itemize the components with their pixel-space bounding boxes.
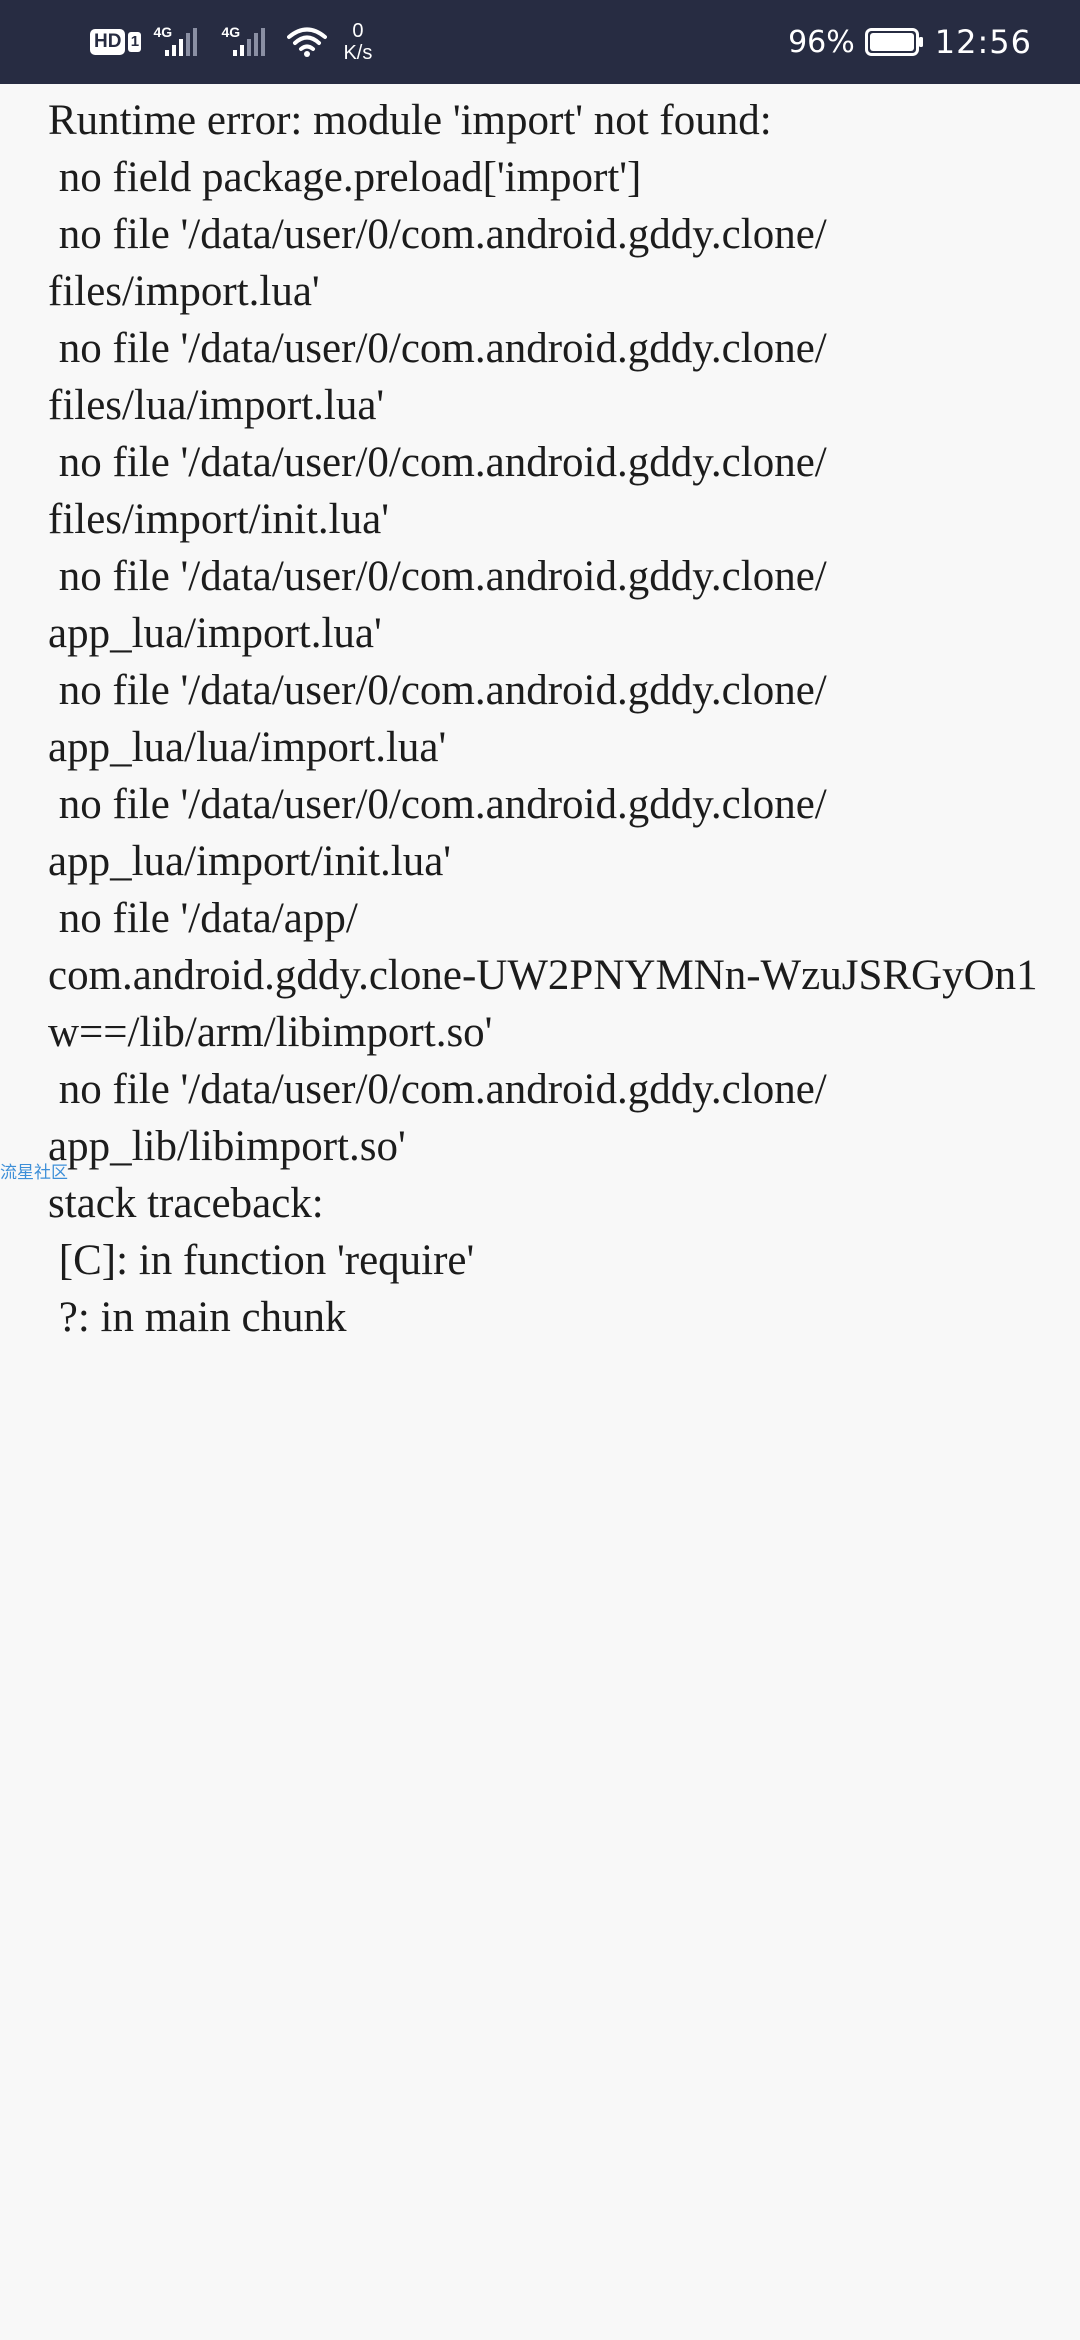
log-line: no field package.preload['import'] [48, 154, 642, 201]
clock: 12:56 [934, 23, 1032, 61]
log-line: w==/lib/arm/libimport.so' [48, 1009, 493, 1056]
battery-percent: 96% [788, 24, 855, 60]
log-line: no file '/data/user/0/com.android.gddy.c… [48, 553, 827, 600]
log-line: app_lua/import.lua' [48, 610, 382, 657]
hd-icon: HD 1 [90, 29, 142, 55]
log-line: files/import.lua' [48, 268, 320, 315]
log-line: no file '/data/app/ [48, 895, 358, 942]
log-line: no file '/data/user/0/com.android.gddy.c… [48, 781, 827, 828]
log-line: no file '/data/user/0/com.android.gddy.c… [48, 439, 827, 486]
log-line: no file '/data/user/0/com.android.gddy.c… [48, 1066, 827, 1113]
log-line: no file '/data/user/0/com.android.gddy.c… [48, 211, 827, 258]
speed-value: 0 [352, 20, 364, 42]
log-line: app_lua/import/init.lua' [48, 838, 452, 885]
hd-label: HD [90, 29, 126, 55]
status-bar-right: 96% 12:56 [788, 14, 1032, 70]
log-line: [C]: in function 'require' [48, 1237, 475, 1284]
log-line: Runtime error: module 'import' not found… [48, 97, 772, 144]
sim-label: 1 [128, 32, 142, 52]
network-type-1: 4G [153, 24, 173, 40]
log-line: app_lib/libimport.so' [48, 1123, 406, 1170]
watermark: 流星社区 [0, 1163, 68, 1183]
network-type-2: 4G [221, 24, 241, 40]
error-log: Runtime error: module 'import' not found… [48, 92, 1048, 1346]
log-line: files/lua/import.lua' [48, 382, 385, 429]
battery-icon [864, 28, 923, 56]
log-line: app_lua/lua/import.lua' [48, 724, 447, 771]
signal-icon: 4G [219, 20, 277, 64]
log-line: com.android.gddy.clone-UW2PNYMNn-WzuJSRG… [48, 952, 1038, 999]
signal-icon: 4G [151, 20, 209, 64]
log-line: no file '/data/user/0/com.android.gddy.c… [48, 325, 827, 372]
log-line: no file '/data/user/0/com.android.gddy.c… [48, 667, 827, 714]
network-speed: 0 K/s [343, 20, 372, 64]
log-line: ?: in main chunk [48, 1294, 347, 1341]
status-bar: HD 1 4G 4G [0, 0, 1080, 84]
status-bar-left: HD 1 4G 4G [90, 14, 372, 70]
wifi-icon [287, 27, 328, 57]
speed-unit: K/s [343, 42, 373, 64]
log-line: files/import/init.lua' [48, 496, 389, 543]
log-line: stack traceback: [48, 1180, 324, 1227]
